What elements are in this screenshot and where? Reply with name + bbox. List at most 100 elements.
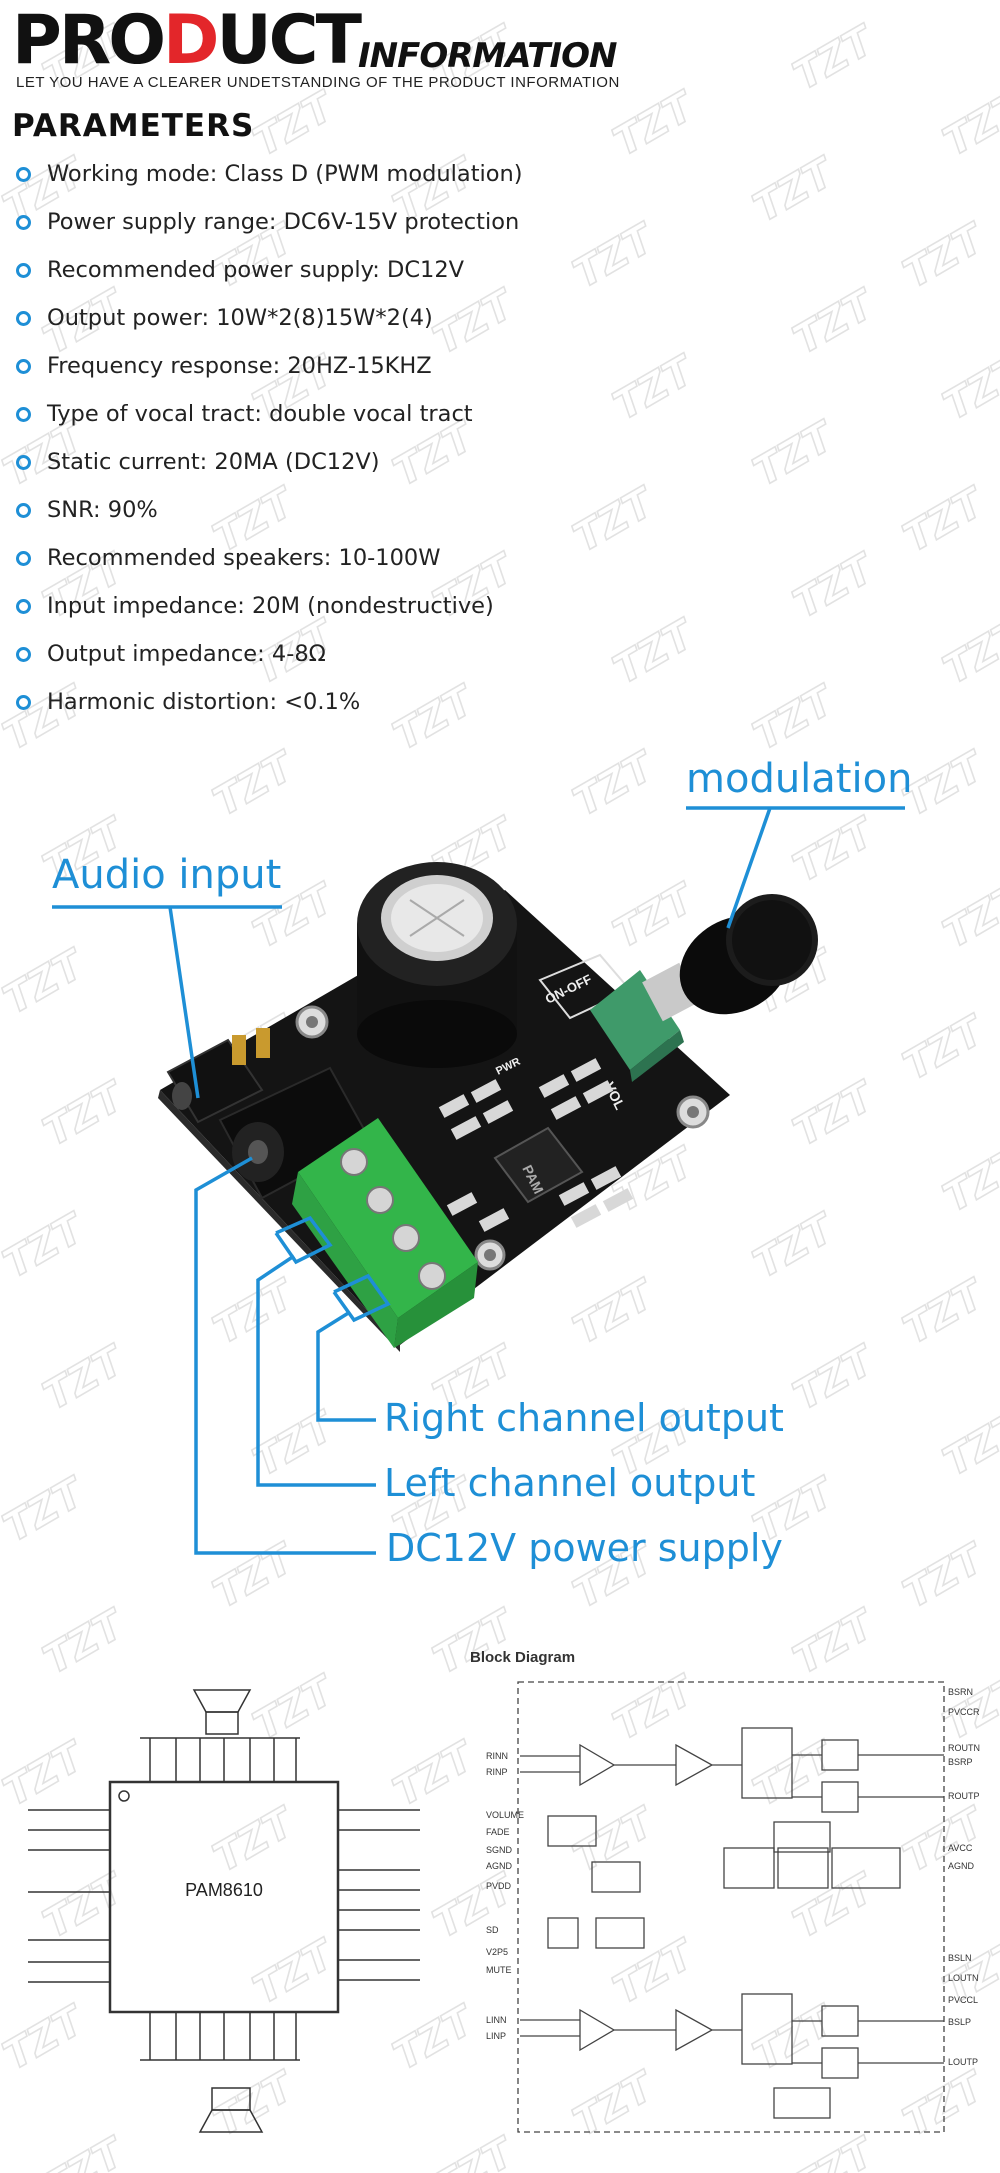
watermark-text: TZT — [746, 149, 844, 232]
block-diagram-title: Block Diagram — [470, 1649, 575, 1666]
block-pin-label: SGND — [486, 1845, 513, 1855]
parameter-item: Recommended speakers: 10-100W — [12, 534, 523, 582]
dc12v-power-supply-callout: DC12V power supply — [386, 1526, 783, 1570]
parameter-text: Recommended power supply: DC12V — [47, 257, 465, 283]
watermark-text: TZT — [746, 413, 844, 496]
parameter-text: SNR: 90% — [47, 497, 158, 523]
bullet-icon — [16, 598, 31, 614]
block-pin-label: AGND — [486, 1861, 513, 1871]
parameters-heading: PARAMETERS — [12, 108, 255, 144]
callout-lines — [52, 806, 905, 1555]
title-suffix: UCT — [216, 1, 362, 80]
parameter-item: Power supply range: DC6V-15V protection — [12, 198, 523, 246]
parameter-item: Output impedance: 4-8Ω — [12, 630, 523, 678]
left-channel-output-callout: Left channel output — [384, 1461, 756, 1505]
bullet-icon — [16, 646, 31, 662]
block-pin-label: AGND — [948, 1861, 975, 1871]
amplifier-chip — [493, 1126, 584, 1204]
parameter-item: Recommended power supply: DC12V — [12, 246, 523, 294]
block-pin-label: RINP — [486, 1767, 508, 1777]
block-pin-label: LOUTP — [948, 2057, 978, 2067]
bullet-icon — [16, 166, 31, 182]
smd-components — [438, 1058, 634, 1232]
block-pin-label: LINN — [486, 2015, 507, 2025]
product-title: PRODUCT — [12, 1, 362, 80]
modulation-callout: modulation — [686, 756, 913, 802]
watermark-text: TZT — [566, 215, 664, 298]
screw-terminal-block — [292, 1118, 478, 1348]
parameter-text: Working mode: Class D (PWM modulation) — [47, 161, 523, 187]
bullet-icon — [16, 358, 31, 374]
block-pin-label: FADE — [486, 1827, 510, 1837]
parameter-item: Input impedance: 20M (nondestructive) — [12, 582, 523, 630]
bullet-icon — [16, 454, 31, 470]
parameter-item: Working mode: Class D (PWM modulation) — [12, 150, 523, 198]
bullet-icon — [16, 502, 31, 518]
parameter-text: Type of vocal tract: double vocal tract — [47, 401, 473, 427]
title-prefix: PRO — [12, 1, 166, 80]
watermark-text: TZT — [606, 347, 704, 430]
parameter-item: Output power: 10W*2(8)15W*2(4) — [12, 294, 523, 342]
bullet-icon — [16, 694, 31, 710]
bullet-icon — [16, 310, 31, 326]
block-pin-label: LINP — [486, 2031, 506, 2041]
watermark-text: TZT — [606, 83, 704, 166]
parameter-text: Power supply range: DC6V-15V protection — [47, 209, 520, 235]
block-pin-label: BSRP — [948, 1757, 973, 1767]
watermark-text: TZT — [936, 347, 1000, 430]
capacitor — [357, 862, 517, 1068]
block-pin-label: VOLUME — [486, 1810, 524, 1820]
pam8610-pinout-schematic: PAM8610 — [28, 1689, 420, 2133]
watermark-text: TZT — [606, 611, 704, 694]
right-channel-output-callout: Right channel output — [384, 1396, 784, 1440]
volume-knob — [679, 894, 818, 1015]
parameter-list: Working mode: Class D (PWM modulation) P… — [12, 150, 523, 726]
top-speaker-icon — [192, 1689, 252, 1713]
watermark-text: TZT — [786, 17, 884, 100]
watermark-text: TZT — [896, 215, 994, 298]
block-pin-label: ROUTP — [948, 1791, 980, 1801]
audio-input-callout: Audio input — [52, 852, 282, 898]
mount-hole — [306, 1016, 318, 1028]
block-pin-label: SD — [486, 1925, 499, 1935]
block-pin-label: MUTE — [486, 1965, 512, 1975]
block-pin-label: PVDD — [486, 1881, 512, 1891]
watermark-text: TZT — [936, 83, 1000, 166]
watermark-text: TZT — [786, 545, 884, 628]
mount-hole — [484, 1249, 496, 1261]
bottom-speaker-icon — [198, 2109, 264, 2133]
watermark-text: TZT — [566, 479, 664, 562]
block-pin-label: LOUTN — [948, 1973, 979, 1983]
bullet-icon — [16, 214, 31, 230]
block-pin-label: V2P5 — [486, 1947, 508, 1957]
bullet-icon — [16, 550, 31, 566]
title-accent-letter: D — [163, 1, 219, 80]
block-diagram-frame — [517, 1681, 945, 2133]
block-pin-label: ROUTN — [948, 1743, 980, 1753]
header-tagline: LET YOU HAVE A CLEARER UNDETSTANDING OF … — [16, 74, 620, 91]
block-pin-label: PVCCL — [948, 1995, 978, 2005]
parameter-text: Harmonic distortion: <0.1% — [47, 689, 361, 715]
parameter-text: Static current: 20MA (DC12V) — [47, 449, 380, 475]
title-subword: INFORMATION — [358, 36, 618, 76]
parameter-item: Type of vocal tract: double vocal tract — [12, 390, 523, 438]
bullet-icon — [16, 262, 31, 278]
parameter-text: Output impedance: 4-8Ω — [47, 641, 326, 667]
parameter-item: Frequency response: 20HZ-15KHZ — [12, 342, 523, 390]
parameter-item: SNR: 90% — [12, 486, 523, 534]
mount-hole — [687, 1106, 699, 1118]
parameter-item: Harmonic distortion: <0.1% — [12, 678, 523, 726]
pcb-edge — [158, 1090, 400, 1352]
block-diagram: Block Diagram RINN RINP VOLUME FADE SGND AGND… — [470, 1649, 980, 2133]
amplifier-board-illustration: ON-OFF PWR VOL PAM — [52, 806, 905, 1555]
parameter-text: Recommended speakers: 10-100W — [47, 545, 441, 571]
watermark-text: TZT — [936, 611, 1000, 694]
ic-name: PAM8610 — [185, 1880, 263, 1900]
parameter-text: Frequency response: 20HZ-15KHZ — [47, 353, 432, 379]
block-pin-label: RINN — [486, 1751, 508, 1761]
watermark-text: TZT — [786, 281, 884, 364]
bullet-icon — [16, 406, 31, 422]
block-pin-label: PVCCR — [948, 1707, 980, 1717]
block-pin-label: BSRN — [948, 1687, 973, 1697]
watermark-text: TZT — [896, 479, 994, 562]
